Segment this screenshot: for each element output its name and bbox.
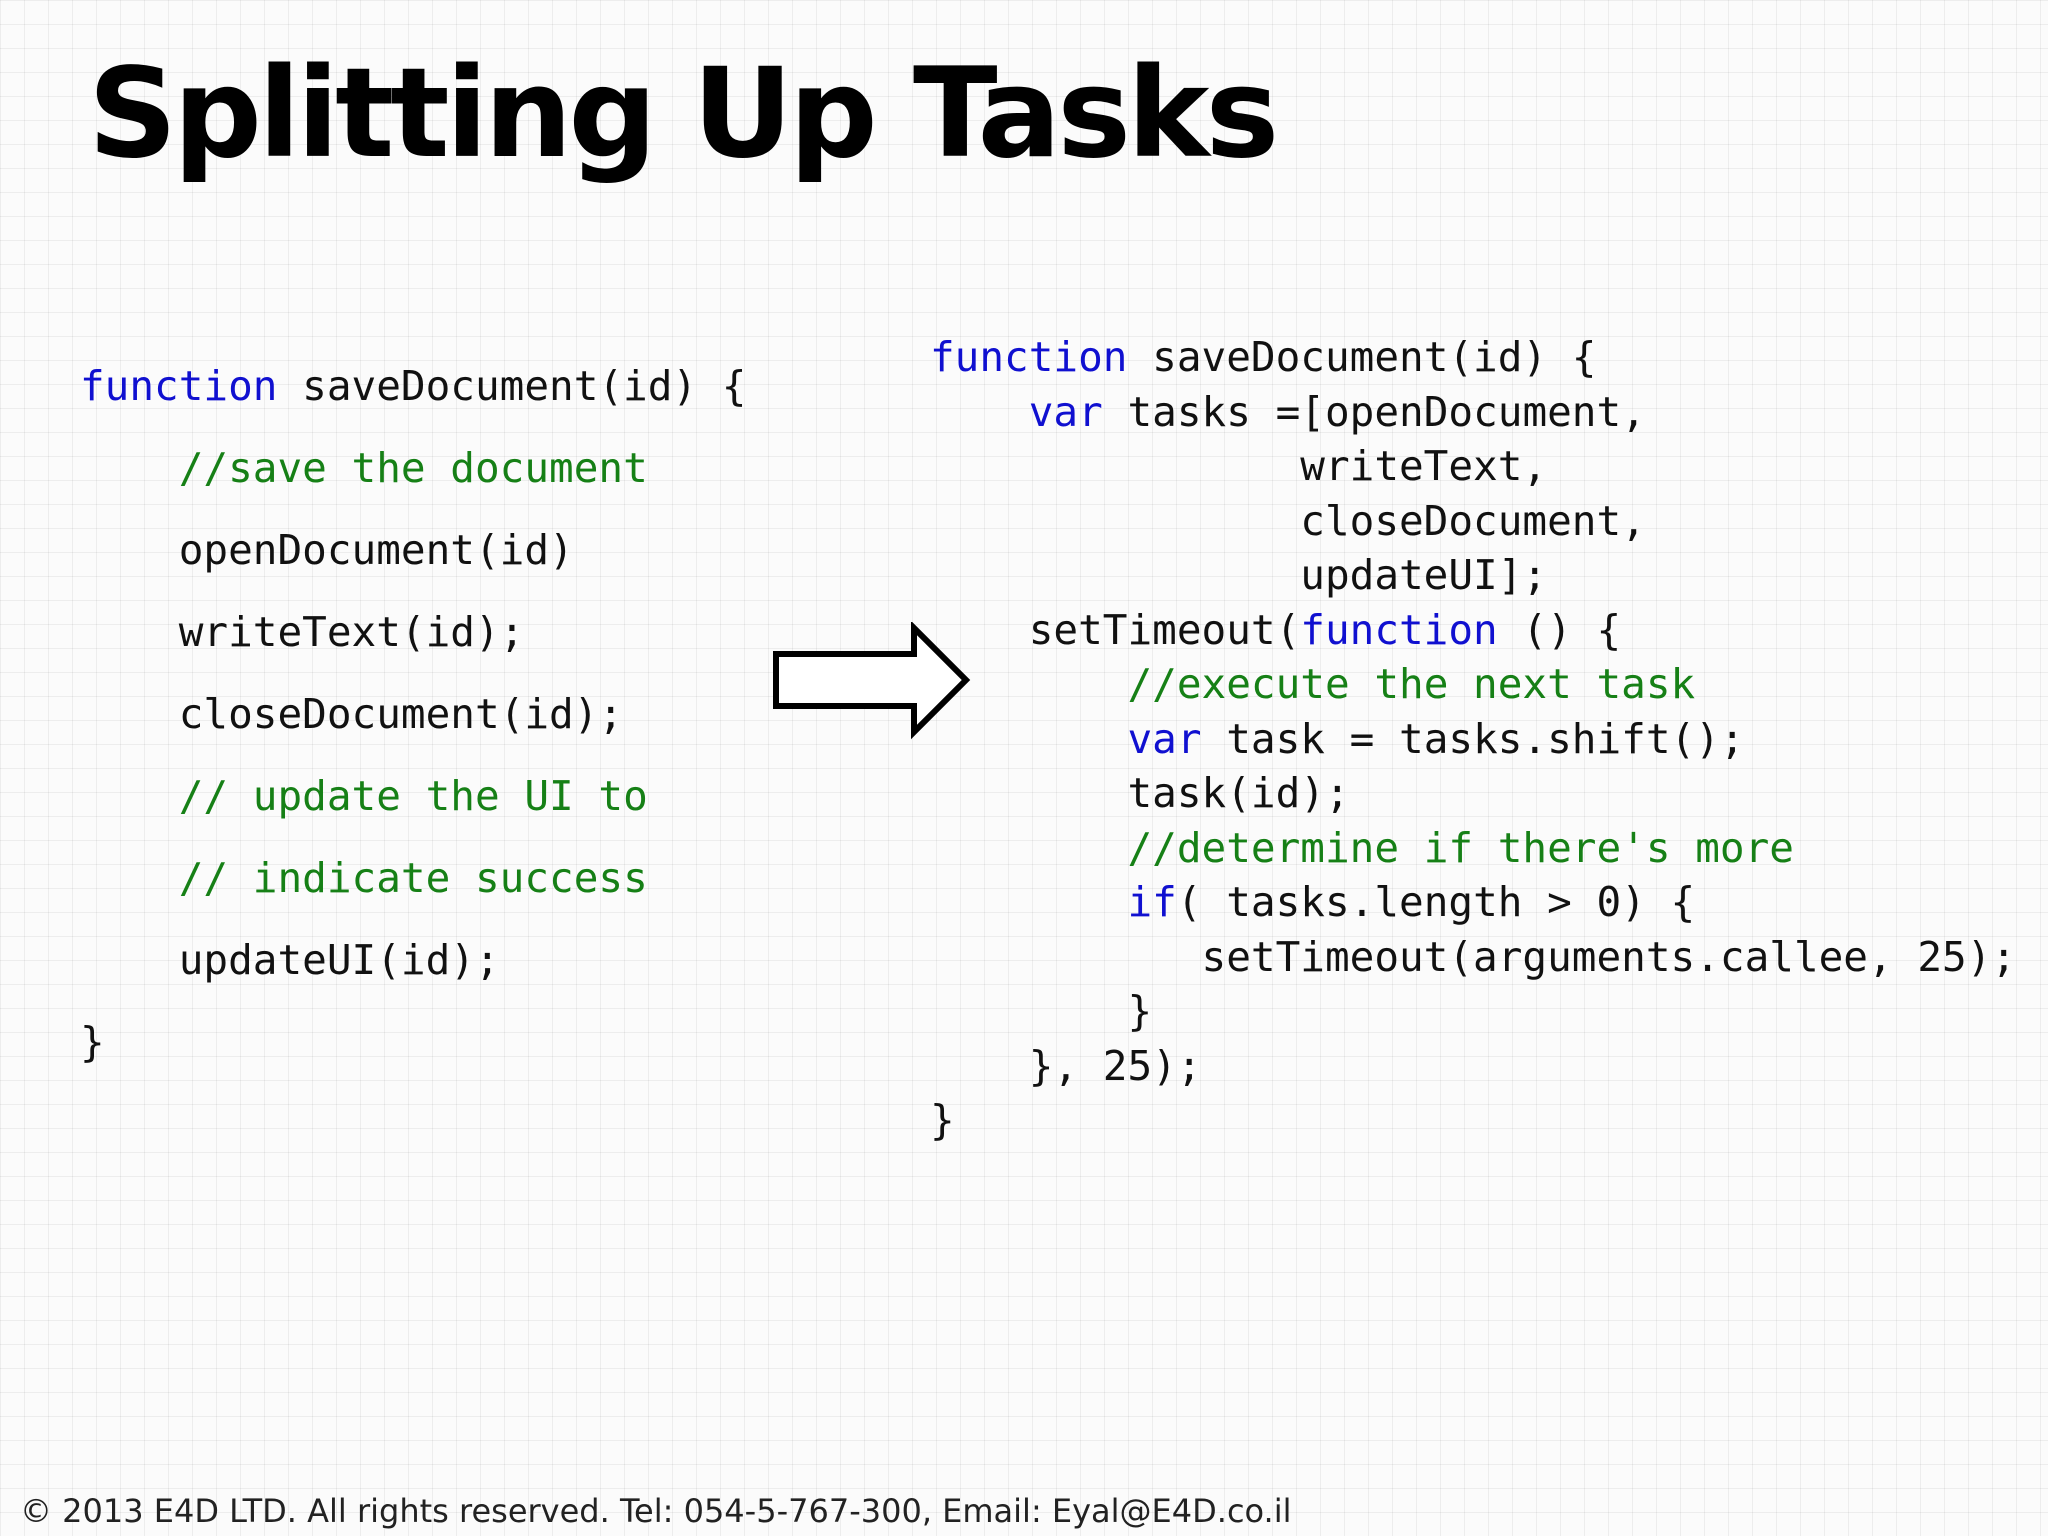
code-keyword: if bbox=[1127, 878, 1177, 926]
code-line: // indicate success bbox=[80, 837, 746, 919]
code-line: //save the document bbox=[80, 427, 746, 509]
right-arrow-icon bbox=[773, 622, 971, 740]
code-text: updateUI(id); bbox=[80, 936, 500, 984]
slide-title: Splitting Up Tasks bbox=[88, 42, 1279, 186]
code-keyword: function bbox=[930, 333, 1128, 381]
code-line: var tasks =[openDocument, bbox=[930, 385, 2016, 440]
code-text bbox=[930, 878, 1127, 926]
code-text: setTimeout(arguments.callee, 25); bbox=[930, 932, 2017, 981]
code-text bbox=[930, 715, 1127, 763]
code-keyword: var bbox=[1127, 714, 1202, 763]
code-text: writeText, bbox=[930, 442, 1548, 490]
code-text bbox=[930, 388, 1029, 436]
code-line: task(id); bbox=[930, 766, 2016, 821]
code-line: setTimeout(function () { bbox=[930, 603, 2016, 658]
code-text: task(id); bbox=[930, 769, 1350, 817]
code-line: closeDocument(id); bbox=[80, 673, 746, 755]
code-line: //execute the next task bbox=[930, 657, 2016, 712]
copyright-footer: © 2013 E4D LTD. All rights reserved. Tel… bbox=[20, 1492, 1292, 1530]
code-text: }, 25); bbox=[930, 1041, 1202, 1090]
code-text: } bbox=[930, 987, 1153, 1035]
code-text bbox=[80, 772, 179, 820]
code-text: closeDocument, bbox=[930, 496, 1646, 545]
code-text: updateUI]; bbox=[930, 551, 1548, 599]
code-text: openDocument(id) bbox=[80, 526, 574, 574]
code-text: task = tasks.shift(); bbox=[1201, 714, 1745, 763]
code-line: //determine if there's more bbox=[930, 821, 2016, 876]
code-line: } bbox=[930, 1093, 2016, 1148]
code-keyword: function bbox=[80, 362, 278, 410]
code-text: () { bbox=[1497, 605, 1622, 654]
code-text: } bbox=[930, 1096, 955, 1144]
code-comment: // indicate success bbox=[178, 854, 648, 902]
code-block-original: function saveDocument(id) { //save the d… bbox=[80, 345, 746, 1083]
code-comment: //execute the next task bbox=[1127, 660, 1696, 708]
code-text bbox=[80, 444, 179, 492]
code-text: tasks =[openDocument, bbox=[1102, 387, 1646, 436]
code-text: } bbox=[80, 1018, 105, 1066]
code-line: if( tasks.length > 0) { bbox=[930, 875, 2016, 930]
code-text bbox=[930, 824, 1127, 872]
code-comment: // update the UI to bbox=[178, 772, 648, 820]
code-line: var task = tasks.shift(); bbox=[930, 712, 2016, 767]
code-comment: //save the document bbox=[178, 444, 648, 492]
code-line: writeText, bbox=[930, 439, 2016, 494]
code-text: setTimeout( bbox=[930, 605, 1301, 654]
code-line: updateUI]; bbox=[930, 548, 2016, 603]
code-text: closeDocument(id); bbox=[80, 690, 624, 738]
code-keyword: var bbox=[1028, 387, 1103, 436]
code-line: function saveDocument(id) { bbox=[930, 330, 2016, 385]
code-text: ( tasks.length > 0) { bbox=[1176, 878, 1696, 926]
code-line: // update the UI to bbox=[80, 755, 746, 837]
code-comment: //determine if there's more bbox=[1127, 823, 1794, 872]
code-keyword: function bbox=[1300, 605, 1498, 654]
code-line: } bbox=[930, 984, 2016, 1039]
code-line: updateUI(id); bbox=[80, 919, 746, 1001]
code-text: saveDocument(id) { bbox=[277, 362, 747, 410]
code-line: setTimeout(arguments.callee, 25); bbox=[930, 930, 2017, 985]
code-line: function saveDocument(id) { bbox=[80, 345, 746, 427]
code-line: writeText(id); bbox=[80, 591, 746, 673]
code-block-split: function saveDocument(id) { var tasks =[… bbox=[930, 330, 2016, 1148]
code-line: closeDocument, bbox=[930, 494, 2016, 549]
code-text: saveDocument(id) { bbox=[1127, 333, 1597, 381]
code-line: openDocument(id) bbox=[80, 509, 746, 591]
code-text bbox=[80, 854, 179, 902]
code-text: writeText(id); bbox=[80, 608, 525, 656]
code-line: }, 25); bbox=[930, 1039, 2016, 1094]
code-text bbox=[930, 660, 1127, 708]
code-line: } bbox=[80, 1001, 746, 1083]
